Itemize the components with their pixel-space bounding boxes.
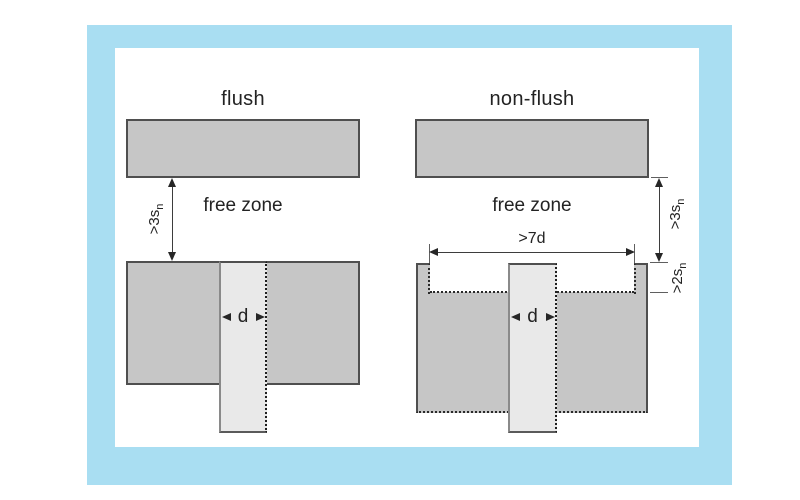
arrowhead-left-icon [511, 313, 520, 321]
clearance-dimension-line-left [172, 184, 173, 256]
recess-width-label: >7d [518, 230, 546, 247]
rim-wall-right [634, 263, 648, 294]
target-plate-flush [126, 119, 360, 178]
dim-subscript: n [677, 262, 689, 269]
rim-wall-left [416, 263, 430, 294]
recess-depth-label: >2sn [669, 263, 689, 294]
arrowhead-right-icon [256, 313, 265, 321]
sensor-body-flush [219, 261, 267, 433]
dim-subscript: n [675, 198, 687, 205]
arrowhead-left-icon [429, 248, 438, 256]
arrowhead-right-icon [626, 248, 635, 256]
target-plate-non-flush [415, 119, 649, 178]
arrowhead-down-icon [655, 253, 663, 262]
free-zone-label-left: free zone [203, 195, 283, 216]
arrowhead-up-icon [168, 178, 176, 187]
recess-width-dimension-line [433, 252, 631, 253]
sensor-body-non-flush [508, 263, 557, 433]
arrowhead-right-icon [546, 313, 555, 321]
diameter-label-left: d [237, 306, 249, 327]
flush-title: flush [221, 88, 265, 110]
arrowhead-up-icon [655, 178, 663, 187]
dimension-tick-recess-floor [650, 292, 668, 293]
dim-text: >3s [667, 204, 684, 230]
blue-frame [87, 25, 732, 485]
clearance-dimension-line-right [659, 184, 660, 256]
dimension-tick-plate-bottom [651, 177, 668, 178]
clearance-dimension-label-right: >3sn [667, 199, 687, 230]
arrowhead-down-icon [168, 252, 176, 261]
dim-text: >2s [669, 268, 686, 294]
non-flush-title: non-flush [489, 88, 575, 110]
diameter-label-right: d [527, 306, 538, 327]
arrowhead-left-icon [222, 313, 231, 321]
dimension-tick-rim-top [650, 262, 668, 263]
free-zone-label-right: free zone [492, 195, 572, 216]
